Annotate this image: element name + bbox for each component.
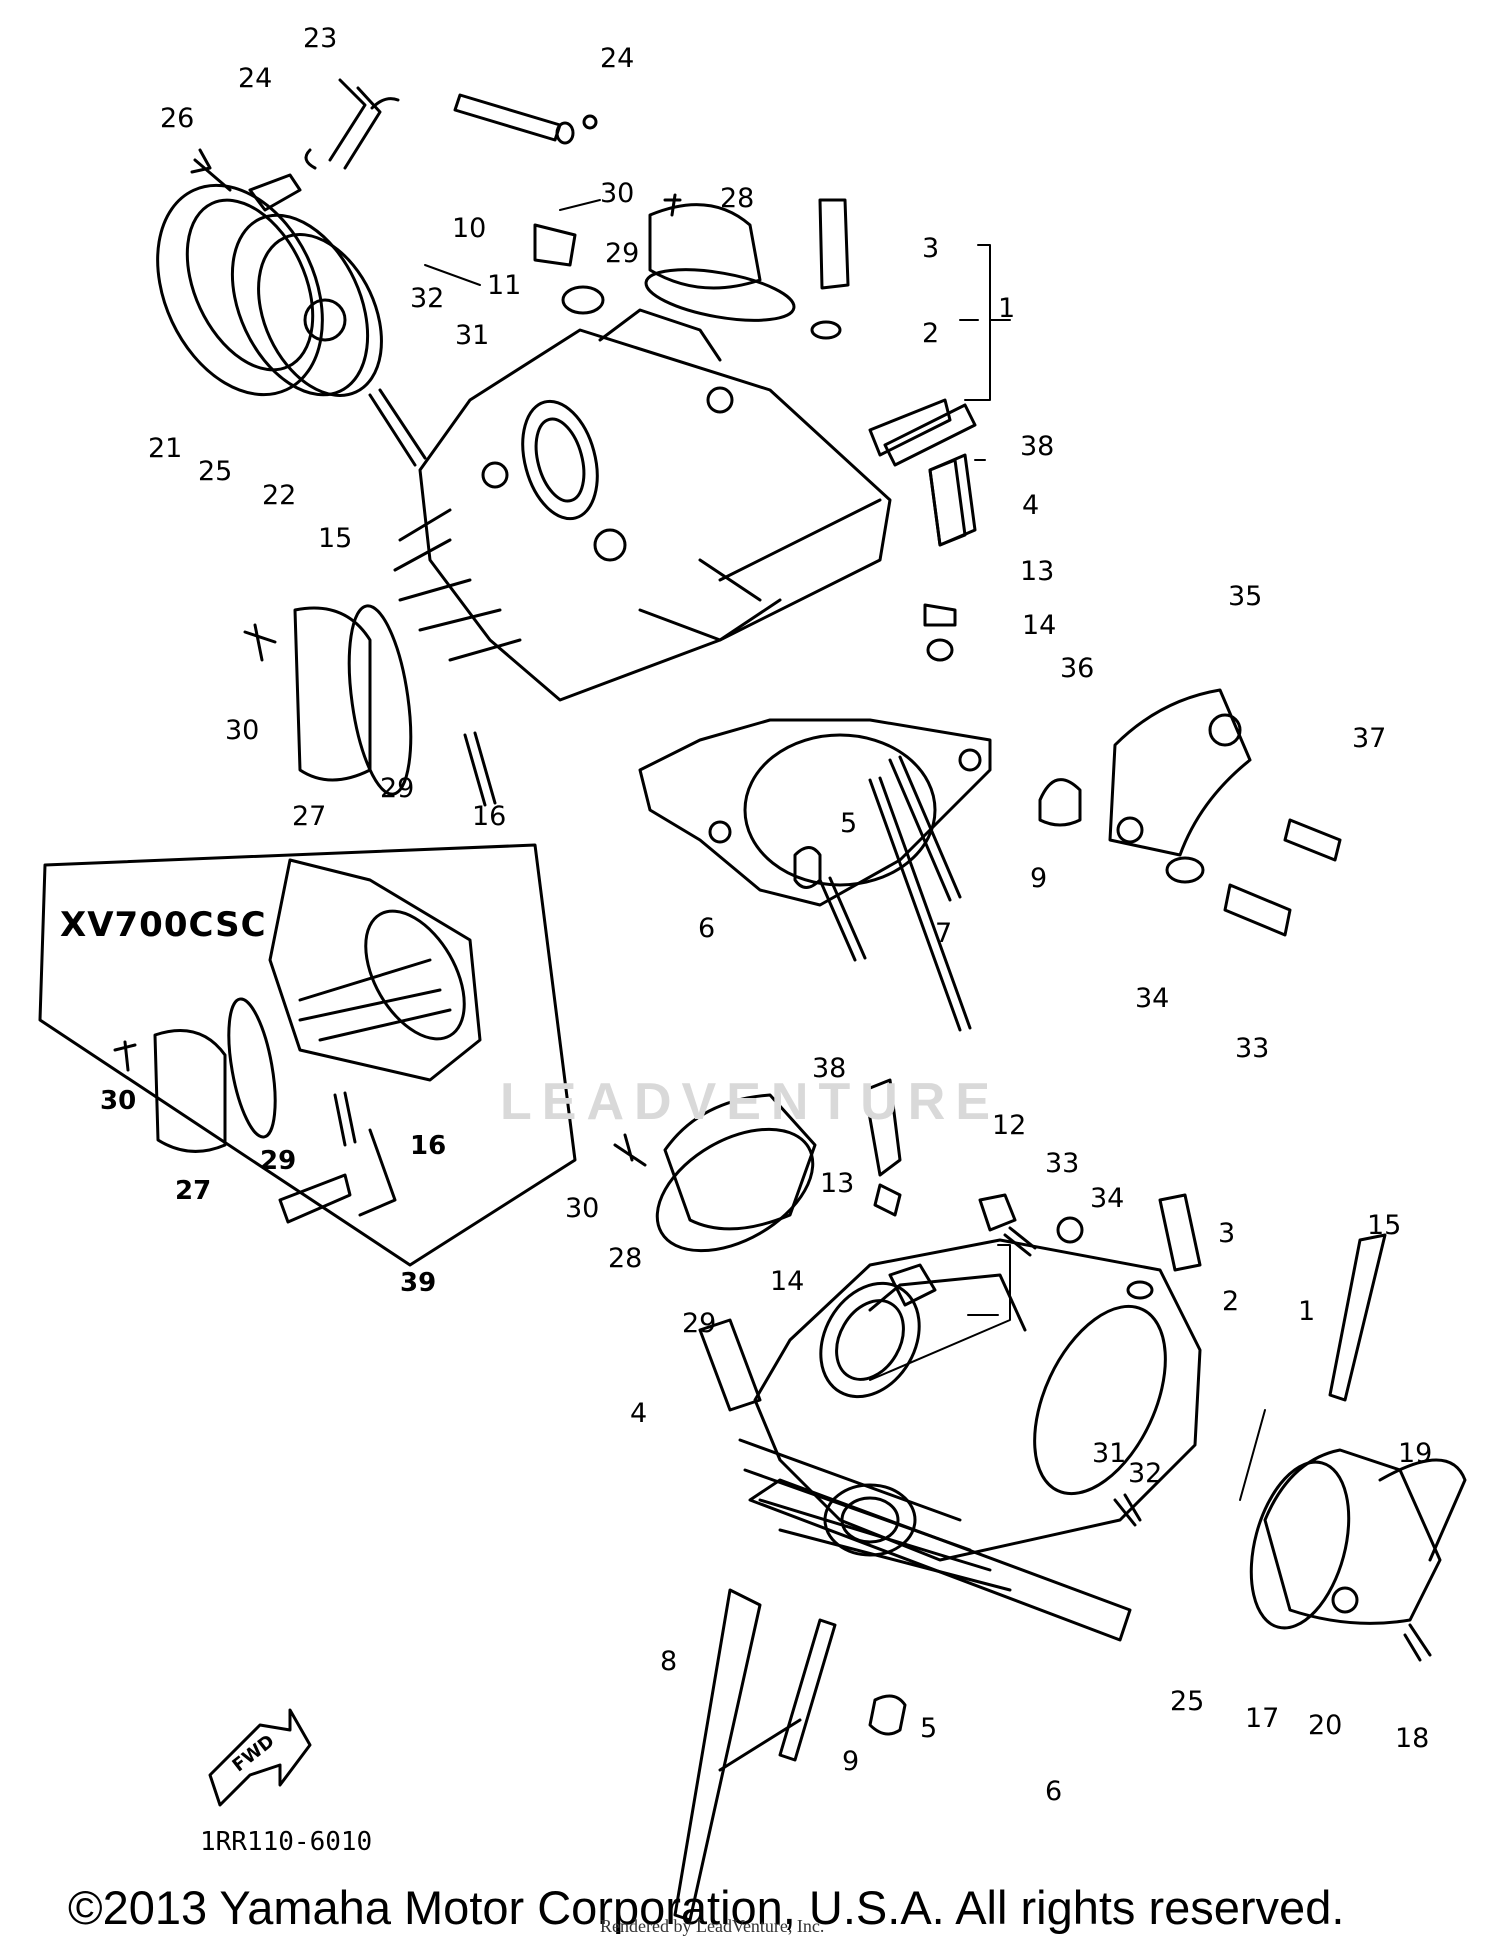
callout-2: 2 (922, 318, 940, 349)
callout-24: 24 (238, 63, 273, 94)
callout-38: 38 (812, 1053, 847, 1084)
callout-34: 34 (1135, 983, 1170, 1014)
rear-right-side-cover (1113, 1448, 1467, 1662)
callout-9: 9 (842, 1746, 860, 1777)
upper-leader-lines (424, 199, 1266, 1501)
callout-28: 28 (608, 1243, 643, 1274)
callout-4: 4 (630, 1398, 648, 1429)
studs-and-dowels-front (793, 755, 972, 1032)
callout-20: 20 (1308, 1710, 1343, 1741)
callout-25: 25 (198, 456, 233, 487)
callout-33: 33 (1045, 1148, 1080, 1179)
inset-label-29: 29 (260, 1146, 297, 1176)
callout-4: 4 (1022, 490, 1040, 521)
callout-29: 29 (605, 238, 640, 269)
rear-studs-and-dowels (673, 1588, 907, 1922)
watermark-text: LEADVENTURE (500, 1073, 1001, 1131)
callout-28: 28 (720, 183, 755, 214)
callout-32: 32 (1128, 1458, 1163, 1489)
cam-bracket-assembly (1038, 688, 1342, 937)
callout-10: 10 (452, 213, 487, 244)
fwd-arrow-icon (208, 1708, 312, 1807)
callout-13: 13 (820, 1168, 855, 1199)
callout-1: 1 (998, 293, 1016, 324)
copyright-notice: ©2013 Yamaha Motor Corporation, U.S.A. A… (68, 1881, 1345, 1934)
callout-5: 5 (920, 1713, 938, 1744)
upper-top-small-parts (533, 193, 967, 547)
callout-31: 31 (455, 320, 490, 351)
callout-15: 15 (1367, 1210, 1402, 1241)
callout-22: 22 (262, 480, 297, 511)
inset-label-27: 27 (175, 1176, 212, 1206)
rendered-by-text: Rendered by LeadVenture, Inc. (600, 1916, 825, 1936)
callout-30: 30 (565, 1193, 600, 1224)
upper-spark-plug-and-spring (883, 403, 977, 662)
callout-12: 12 (992, 1110, 1027, 1141)
callout-15: 15 (318, 523, 353, 554)
callout-27: 27 (292, 801, 327, 832)
callout-5: 5 (840, 808, 858, 839)
upper-left-side-cover (243, 604, 497, 807)
callout-8: 8 (660, 1646, 678, 1677)
callout-23: 23 (303, 23, 338, 54)
callout-9: 9 (1030, 863, 1048, 894)
cylinder-head-gasket-front (638, 718, 992, 907)
callout-16: 16 (472, 801, 507, 832)
callout-3: 3 (922, 233, 940, 264)
bolt-26 (190, 148, 232, 192)
callout-32: 32 (410, 283, 445, 314)
callout-30: 30 (225, 715, 260, 746)
inset-xv700csc-box (38, 843, 577, 1267)
callout-11: 11 (487, 270, 522, 301)
callout-14: 14 (1022, 610, 1057, 641)
callout-6: 6 (698, 913, 716, 944)
callout-18: 18 (1395, 1723, 1430, 1754)
callout-29: 29 (682, 1308, 717, 1339)
inset-label-30: 30 (100, 1086, 137, 1116)
callout-2: 2 (1222, 1286, 1240, 1317)
rear-upper-small-parts (698, 1193, 1387, 1412)
callout-6: 6 (1045, 1776, 1063, 1807)
callout-36: 36 (1060, 653, 1095, 684)
callout-24: 24 (600, 43, 635, 74)
callout-19: 19 (1398, 1438, 1433, 1469)
inset-label-16: 16 (410, 1131, 447, 1161)
callout-21: 21 (148, 433, 183, 464)
inset-title: XV700CSC (60, 905, 267, 945)
rear-cylinder-head (738, 1238, 1202, 1642)
callout-31: 31 (1092, 1438, 1127, 1469)
callout-25: 25 (1170, 1686, 1205, 1717)
inset-label-39: 39 (400, 1268, 437, 1298)
callout-3: 3 (1218, 1218, 1236, 1249)
callout-13: 13 (1020, 556, 1055, 587)
callout-37: 37 (1352, 723, 1387, 754)
callout-1: 1 (1298, 1296, 1316, 1327)
callout-29: 29 (380, 773, 415, 804)
callout-38: 38 (1020, 431, 1055, 462)
callout-30: 30 (600, 178, 635, 209)
callout-35: 35 (1228, 581, 1263, 612)
front-cylinder-head (393, 308, 892, 702)
callout-7: 7 (935, 918, 953, 949)
diagram-code: 1RR110-6010 (200, 1827, 373, 1857)
callout-26: 26 (160, 103, 195, 134)
rear-valve-cover-and-plug (613, 1078, 902, 1253)
breather-hose (304, 78, 598, 170)
callout-33: 33 (1235, 1033, 1270, 1064)
callout-34: 34 (1090, 1183, 1125, 1214)
callout-14: 14 (770, 1266, 805, 1297)
left-valve-cover-assembly (156, 173, 427, 467)
callout-17: 17 (1245, 1703, 1280, 1734)
